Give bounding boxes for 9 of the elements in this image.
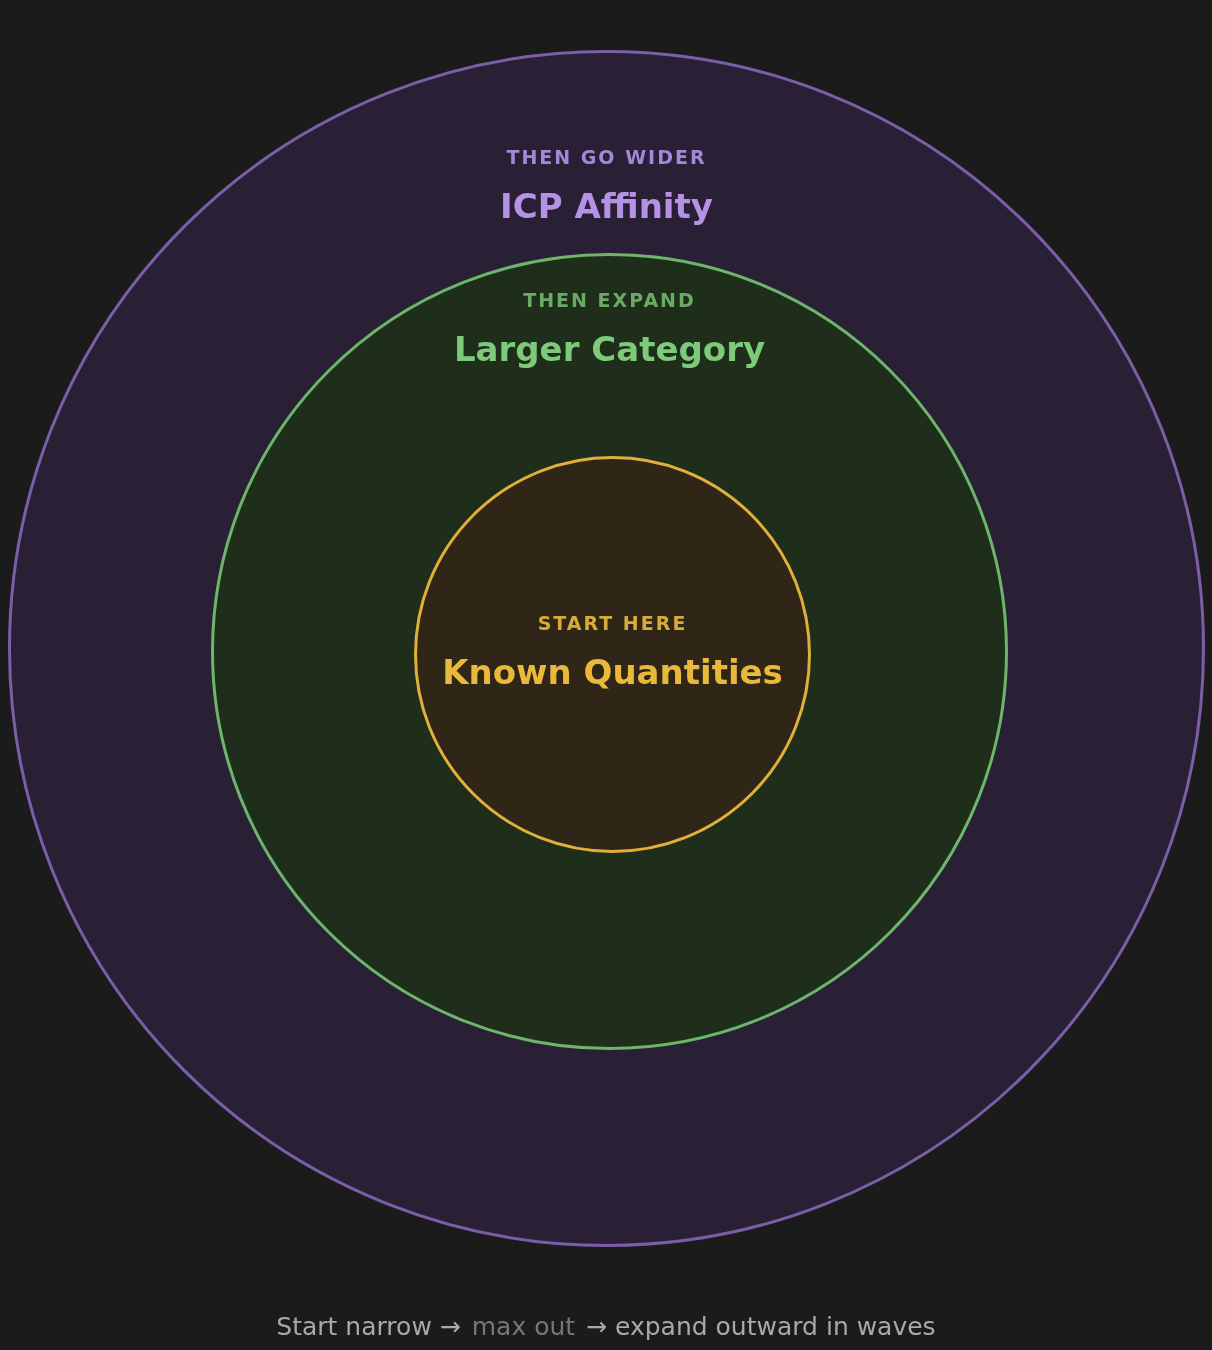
flow-note: → expand outward in waves [586, 1312, 936, 1341]
tier-title: Larger Category [453, 329, 766, 369]
tier-label: START HERE [537, 612, 688, 634]
tier-label: THEN EXPAND [523, 289, 696, 311]
flow-note: Start narrow → [276, 1312, 461, 1341]
tier-label: THEN GO WIDER [506, 146, 707, 168]
tier-title: Known Quantities [442, 652, 783, 692]
flow-note: max out [471, 1312, 576, 1341]
tier-title: ICP Affinity [500, 186, 713, 226]
